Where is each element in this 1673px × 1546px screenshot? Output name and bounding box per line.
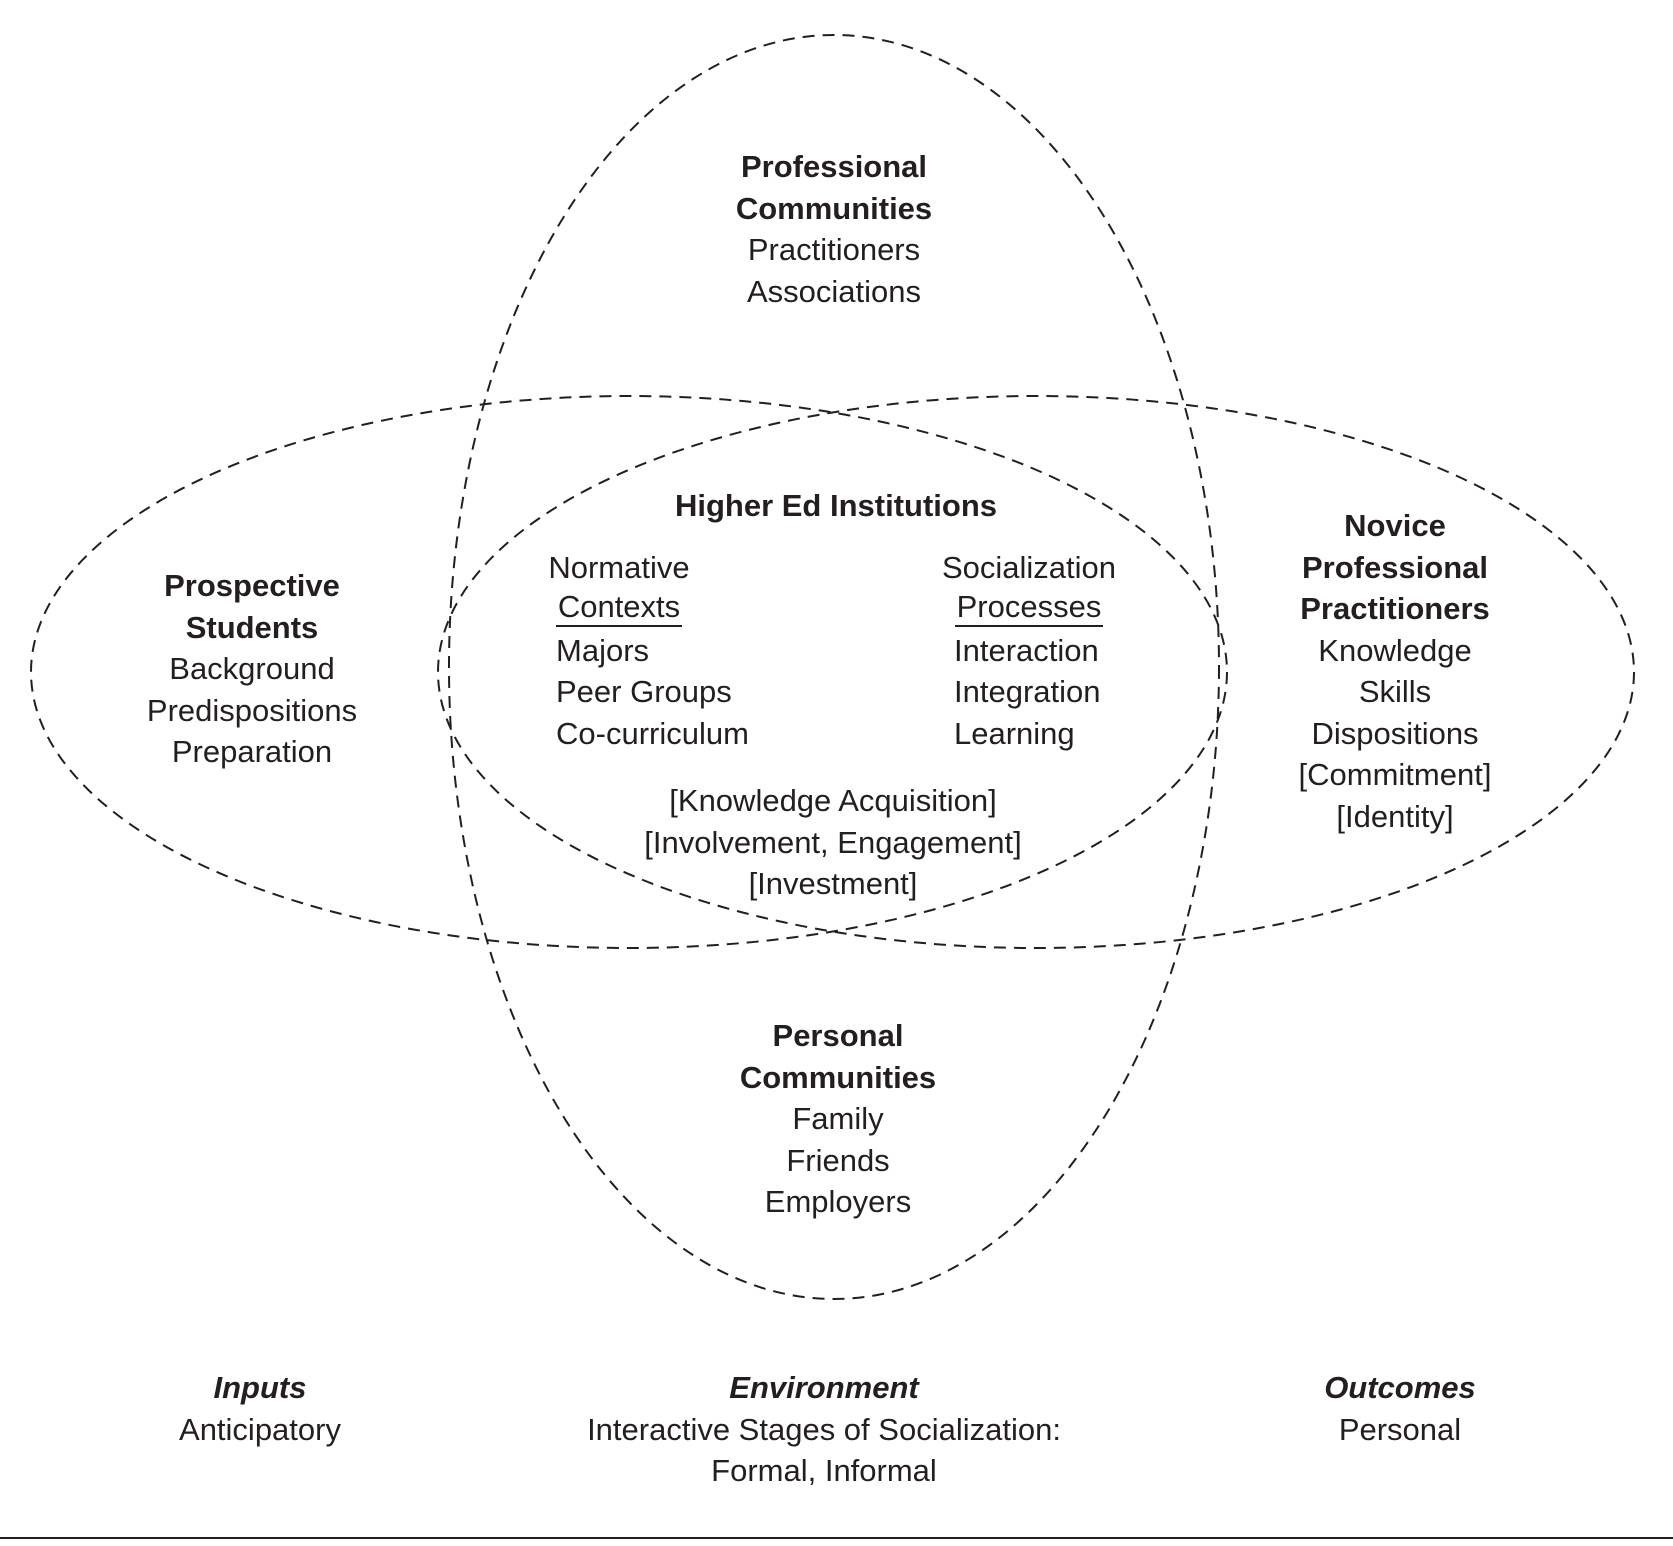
prospective-students-item: Background bbox=[169, 651, 335, 686]
personal-communities-item: Family bbox=[792, 1101, 884, 1136]
normative-contexts-column: Normative Contexts Majors Peer Groups Co… bbox=[543, 549, 793, 754]
professional-communities-ellipse bbox=[448, 34, 1220, 1300]
normative-contexts-heading-line-2: Contexts bbox=[555, 589, 683, 627]
footer-environment-line: Interactive Stages of Socialization: bbox=[587, 1411, 1061, 1447]
footer-inputs: Inputs Anticipatory bbox=[120, 1367, 400, 1450]
novice-practitioners-title-line-3: Practitioners bbox=[1300, 591, 1490, 626]
professional-communities-title-line-1: Professional bbox=[740, 149, 928, 184]
higher-ed-core-item: [Knowledge Acquisition] bbox=[669, 783, 997, 818]
socialization-processes-item: Integration bbox=[954, 674, 1101, 709]
socialization-processes-column: Socialization Processes Interaction Inte… bbox=[934, 549, 1184, 754]
professional-communities-block: Professional Communities Practitioners A… bbox=[634, 146, 1034, 312]
socialization-processes-item: Learning bbox=[954, 715, 1075, 751]
higher-ed-core-item: [Investment] bbox=[748, 866, 918, 901]
professional-communities-item: Associations bbox=[746, 273, 922, 309]
novice-practitioners-title-line-1: Novice bbox=[1344, 508, 1446, 543]
professional-communities-item: Practitioners bbox=[747, 232, 921, 267]
prospective-students-ellipse bbox=[30, 395, 1228, 949]
prospective-students-item: Preparation bbox=[171, 734, 333, 769]
socialization-processes-item: Interaction bbox=[954, 632, 1099, 668]
normative-contexts-item: Peer Groups bbox=[556, 674, 732, 709]
prospective-students-block: Prospective Students Background Predispo… bbox=[112, 565, 392, 773]
novice-practitioners-block: Novice Professional Practitioners Knowle… bbox=[1250, 505, 1540, 837]
higher-ed-title: Higher Ed Institutions bbox=[674, 488, 998, 523]
novice-practitioners-item: Skills bbox=[1358, 674, 1432, 709]
personal-communities-item: Employers bbox=[764, 1184, 912, 1219]
bottom-rule bbox=[0, 1537, 1673, 1539]
footer-environment: Environment Interactive Stages of Social… bbox=[524, 1367, 1124, 1492]
higher-ed-core-item: [Involvement, Engagement] bbox=[644, 824, 1022, 860]
socialization-processes-heading-line-2: Processes bbox=[954, 589, 1104, 627]
footer-outcomes-line: Personal bbox=[1338, 1411, 1462, 1447]
footer-inputs-title: Inputs bbox=[213, 1370, 307, 1405]
prospective-students-title-line-2: Students bbox=[185, 609, 319, 645]
footer-environment-title: Environment bbox=[729, 1370, 919, 1405]
novice-practitioners-item: Dispositions bbox=[1311, 715, 1479, 751]
novice-practitioners-item: [Identity] bbox=[1336, 798, 1454, 834]
footer-outcomes-title: Outcomes bbox=[1324, 1370, 1476, 1405]
novice-practitioners-ellipse bbox=[437, 395, 1635, 949]
personal-communities-title-line-2: Communities bbox=[739, 1059, 937, 1095]
novice-practitioners-title-line-2: Professional bbox=[1301, 549, 1489, 585]
normative-contexts-item: Majors bbox=[556, 632, 650, 668]
professional-communities-title-line-2: Communities bbox=[735, 190, 933, 226]
prospective-students-item: Predispositions bbox=[146, 692, 358, 728]
prospective-students-title-line-1: Prospective bbox=[164, 568, 340, 603]
normative-contexts-heading-line-1: Normative bbox=[548, 550, 690, 585]
footer-inputs-line: Anticipatory bbox=[179, 1411, 341, 1447]
novice-practitioners-item: Knowledge bbox=[1318, 632, 1472, 668]
personal-communities-item: Friends bbox=[786, 1142, 890, 1178]
higher-ed-block: Higher Ed Institutions bbox=[586, 485, 1086, 527]
normative-contexts-item: Co-curriculum bbox=[556, 715, 749, 751]
personal-communities-title-line-1: Personal bbox=[772, 1018, 904, 1053]
footer-environment-line: Formal, Informal bbox=[711, 1453, 937, 1488]
novice-practitioners-item: [Commitment] bbox=[1298, 757, 1492, 792]
socialization-processes-heading-line-1: Socialization bbox=[941, 550, 1117, 585]
higher-ed-core-block: [Knowledge Acquisition] [Involvement, En… bbox=[583, 780, 1083, 905]
footer-outcomes: Outcomes Personal bbox=[1255, 1367, 1545, 1450]
personal-communities-block: Personal Communities Family Friends Empl… bbox=[638, 1015, 1038, 1223]
